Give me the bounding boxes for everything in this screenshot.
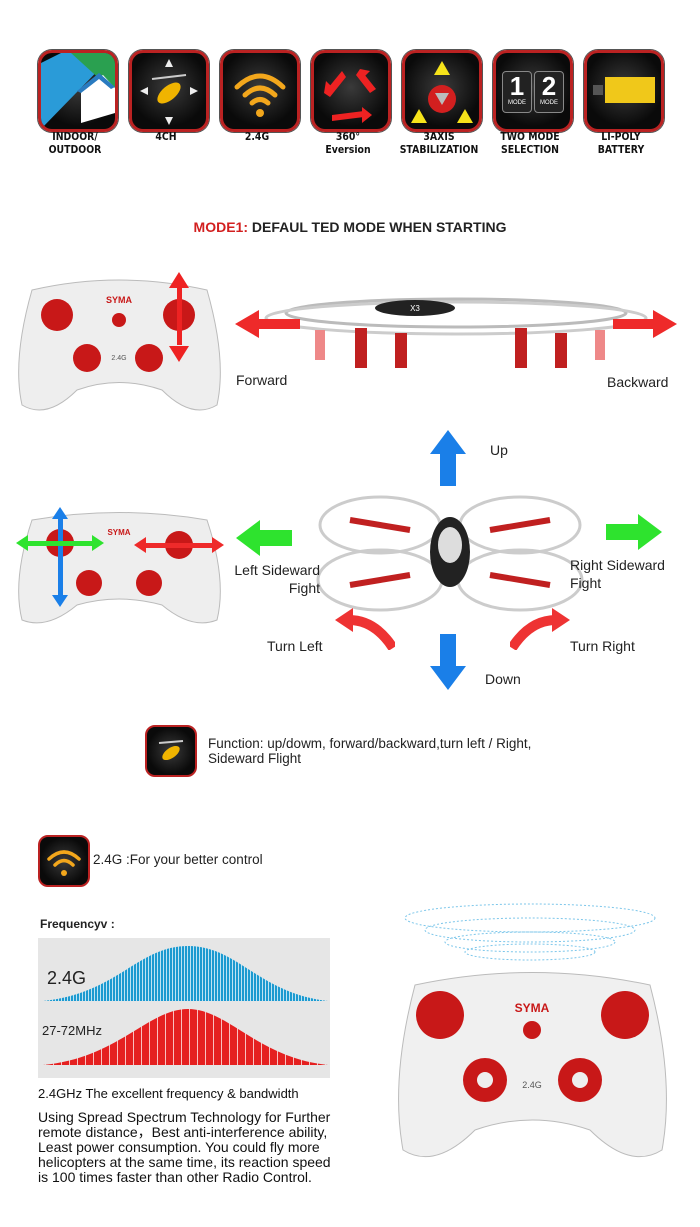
down-label: Down [485,671,521,687]
drone-side-image: X3 [235,297,677,368]
feature-label: 2.4G [244,130,270,143]
mode-title: MODE1: DEFAUL TED MODE WHEN STARTING [193,219,507,235]
feature-label: 4CH [155,130,177,143]
svg-text:SYMA: SYMA [107,528,130,537]
backward-label: Backward [607,374,669,390]
feature-label: 360°Eversion [325,130,371,156]
up-arrow-icon [430,430,466,486]
svg-text:X3: X3 [410,304,420,313]
label-27-72mhz: 27-72MHz [42,1023,102,1038]
mode-word: MODE [508,100,526,106]
turn-left-label: Turn Left [267,638,323,654]
turn-right-label: Turn Right [570,638,635,654]
svg-text:SYMA: SYMA [106,295,133,305]
forward-label: Forward [236,372,288,388]
frequency-comparison-graphic: 2.4G 27-72MHz [38,938,330,1078]
mode-1-number: 1 [509,71,525,101]
up-label: Up [490,442,508,458]
mode-2-number: 2 [541,71,557,101]
feature-label: INDOOR/OUTDOOR [48,130,102,156]
svg-text:SYMA: SYMA [515,1001,550,1015]
label-2-4g: 2.4G [47,968,87,988]
battery-icon [584,50,664,132]
control-description: 2.4G :For your better control [93,852,263,867]
svg-text:2.4G: 2.4G [522,1080,542,1090]
left-arrow-icon [236,520,292,556]
turn-left-arrow-icon [335,608,395,650]
right-arrow-icon [606,514,662,550]
remote-controller-image: SYMA 2.4G [398,972,667,1158]
helicopter-4ch-icon [129,50,209,132]
remote-controller-image: SYMA 2.4G [18,272,221,411]
svg-text:2.4G: 2.4G [111,355,126,362]
mode-switch-icon: 1 MODE 2 MODE [493,50,573,132]
helicopter-function-icon [145,725,197,777]
frequency-paragraph: Using Spread Spectrum Technology for Fur… [38,1109,331,1185]
wifi-icon [220,50,300,132]
triangle-stabilization-icon [402,50,482,132]
indoor-outdoor-icon [38,50,118,132]
frequency-heading: Frequencyv : [40,917,115,931]
signal-waves-icon [404,903,656,961]
down-arrow-icon [430,634,466,690]
rotate-360-icon [311,50,391,132]
drone-top-image [316,495,584,612]
frequency-caption: 2.4GHz The excellent frequency & bandwid… [38,1086,299,1101]
turn-right-arrow-icon [510,608,570,650]
wifi-icon [38,835,90,887]
function-description: Function: up/dowm, forward/backward,turn… [208,736,532,766]
remote-controller-image: SYMA [16,507,224,624]
mode-word: MODE [540,100,558,106]
